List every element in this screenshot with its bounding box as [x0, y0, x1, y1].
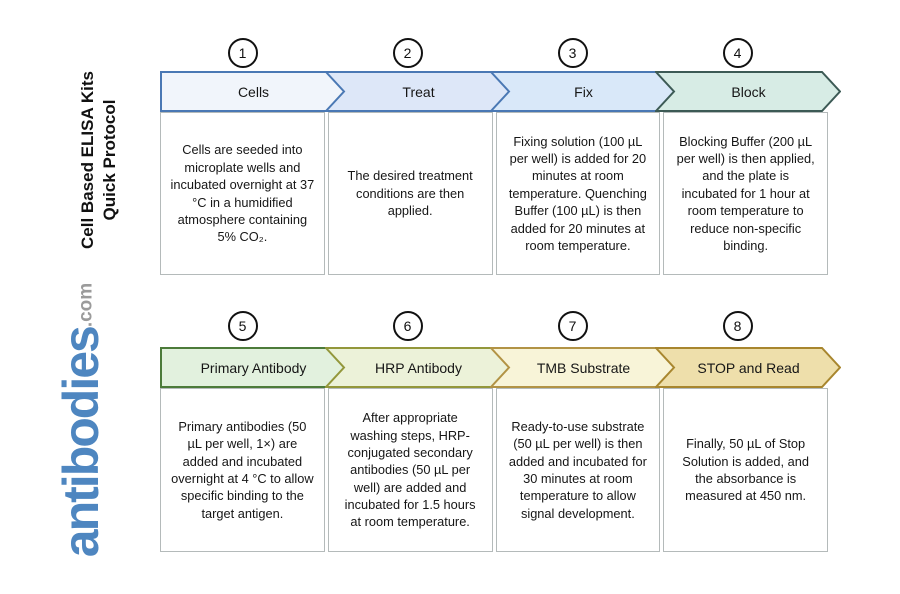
- step-arrow-tmb-substrate: TMB Substrate: [490, 347, 676, 388]
- antibodies-logo: antibodies.com: [52, 268, 128, 572]
- step-number-row-1: 1 2 3 4: [160, 38, 820, 68]
- step-arrow-fix: Fix: [490, 71, 676, 112]
- arrow-row-1: Cells Treat Fix Block: [160, 71, 850, 112]
- step-number-badge-1: 1: [227, 38, 258, 68]
- description-row-1: Cells are seeded into microplate wells a…: [160, 112, 828, 275]
- step-description-box-3: Fixing solution (100 µL per well) is add…: [495, 112, 661, 275]
- step-label: Cells: [237, 83, 270, 100]
- step-label: Fix: [574, 83, 593, 100]
- arrow-row-2: Primary Antibody HRP Antibody TMB Substr…: [160, 347, 850, 388]
- step-description-box-7: Ready-to-use substrate (50 µL per well) …: [495, 388, 661, 552]
- step-number-badge-3: 3: [557, 38, 588, 68]
- logo-text: antibodies: [53, 327, 109, 558]
- step-label: HRP Antibody: [375, 359, 462, 376]
- chevron-shape: [655, 347, 841, 388]
- step-label: Treat: [402, 83, 435, 100]
- step-number-badge-5: 5: [227, 311, 258, 341]
- step-arrow-hrp-antibody: HRP Antibody: [325, 347, 511, 388]
- step-label: Primary Antibody: [200, 359, 307, 376]
- step-description: After appropriate washing steps, HRP-con…: [344, 410, 476, 530]
- step-number-row-2: 5 6 7 8: [160, 311, 820, 341]
- page-title-line1: Cell Based ELISA Kits: [78, 71, 97, 249]
- step-description: Ready-to-use substrate (50 µL per well) …: [508, 418, 647, 521]
- step-number-badge-7: 7: [557, 311, 588, 341]
- step-number-badge-2: 2: [392, 38, 423, 68]
- step-arrow-block: Block: [655, 71, 841, 112]
- step-arrow-stop-and-read: STOP and Read: [655, 347, 841, 388]
- step-description: Primary antibodies (50 µL per well, 1×) …: [171, 418, 314, 521]
- step-description: Blocking Buffer (200 µL per well) is the…: [676, 133, 815, 253]
- chevron-shape: [655, 71, 841, 112]
- page-title: Cell Based ELISA Kits Quick Protocol: [77, 30, 123, 290]
- step-description: Finally, 50 µL of Stop Solution is added…: [682, 436, 809, 504]
- step-label: STOP and Read: [697, 359, 800, 376]
- step-description-box-5: Primary antibodies (50 µL per well, 1×) …: [160, 388, 325, 552]
- step-arrow-treat: Treat: [325, 71, 511, 112]
- step-description-box-6: After appropriate washing steps, HRP-con…: [327, 388, 493, 552]
- step-description: Fixing solution (100 µL per well) is add…: [508, 133, 647, 253]
- step-label: Block: [731, 83, 766, 100]
- step-arrow-primary-antibody: Primary Antibody: [160, 347, 346, 388]
- logo-suffix: .com: [75, 282, 97, 328]
- step-description-box-8: Finally, 50 µL of Stop Solution is added…: [663, 388, 828, 552]
- description-row-2: Primary antibodies (50 µL per well, 1×) …: [160, 388, 828, 552]
- step-description: Cells are seeded into microplate wells a…: [170, 142, 315, 245]
- step-number-badge-6: 6: [392, 311, 423, 341]
- step-description-box-2: The desired treatment conditions are the…: [327, 112, 493, 275]
- step-description-box-1: Cells are seeded into microplate wells a…: [160, 112, 325, 275]
- step-description-box-4: Blocking Buffer (200 µL per well) is the…: [663, 112, 828, 275]
- step-label: TMB Substrate: [536, 359, 631, 376]
- page-title-line2: Quick Protocol: [100, 99, 119, 221]
- step-arrow-cells: Cells: [160, 71, 346, 112]
- step-description: The desired treatment conditions are the…: [347, 168, 473, 219]
- step-number-badge-4: 4: [722, 38, 753, 68]
- step-number-badge-8: 8: [722, 311, 753, 341]
